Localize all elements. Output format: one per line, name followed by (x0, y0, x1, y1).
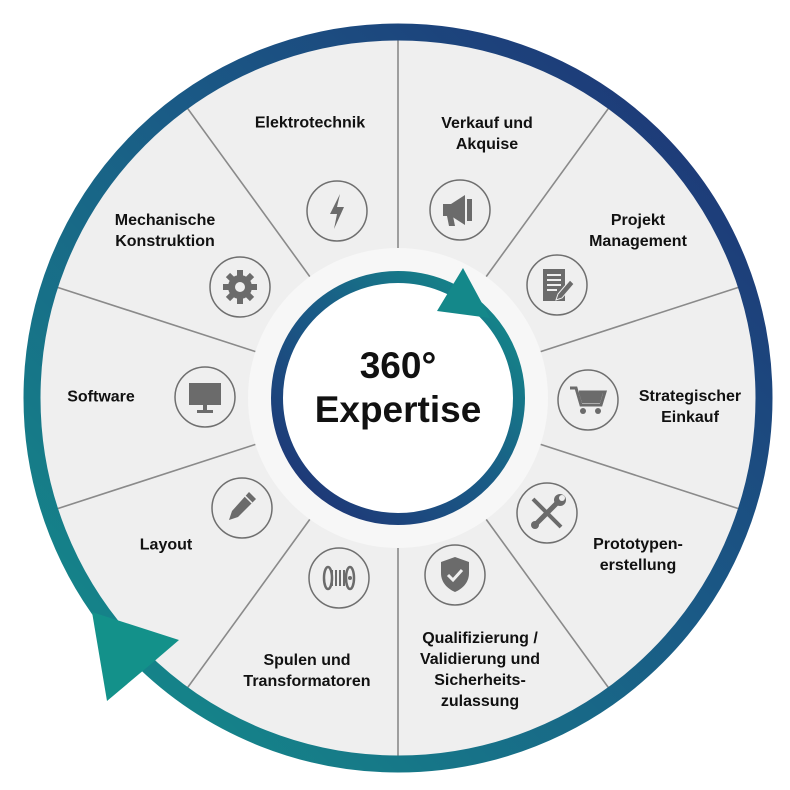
segment-label-elektrotechnik: Elektrotechnik (255, 113, 365, 134)
shopping-cart-icon (557, 369, 619, 431)
label-line: zulassung (440, 693, 520, 710)
label-line: Qualifizierung / (422, 630, 538, 647)
label-line: Projekt (610, 212, 666, 229)
center-title: 360° Expertise (315, 344, 482, 432)
label-line: erstellung (599, 557, 677, 574)
label-line: Einkauf (661, 409, 719, 426)
label-line: Strategischer (638, 388, 742, 405)
outer-arrowhead-icon (92, 612, 179, 701)
center-title-line2: Expertise (314, 389, 482, 430)
center-title-line1: 360° (359, 345, 437, 386)
label-line: Validierung und (419, 651, 541, 668)
outer-cycle-ring (23, 23, 773, 773)
segment-label-layout: Layout (140, 535, 192, 556)
lightning-icon (306, 180, 368, 242)
label-line: Akquise (455, 136, 519, 153)
label-line: Sicherheits- (434, 672, 526, 689)
tools-icon (516, 482, 578, 544)
label-line: Software (67, 388, 135, 406)
label-line: Verkauf und (441, 115, 533, 132)
label-line: Transformatoren (243, 673, 371, 690)
label-line: Management (589, 233, 687, 250)
segment-label-prototypenerstellung: Prototypen-erstellung (593, 534, 683, 576)
gear-icon (209, 256, 271, 318)
coil-icon (308, 547, 370, 609)
inner-arrowhead-icon (437, 268, 490, 318)
sector-dividers (53, 36, 743, 760)
segment-label-software: Software (67, 387, 135, 408)
megaphone-icon (429, 179, 491, 241)
label-line: Konstruktion (115, 233, 215, 250)
label-line: Prototypen- (593, 536, 683, 553)
document-pencil-icon (526, 254, 588, 316)
inner-cycle-ring (271, 271, 525, 525)
pencil-icon (211, 477, 273, 539)
label-line: Spulen und (263, 652, 351, 669)
label-line: Elektrotechnik (254, 114, 366, 132)
shield-check-icon (424, 544, 486, 606)
monitor-icon (174, 366, 236, 428)
label-line: Layout (139, 536, 193, 554)
label-line: Mechanische (114, 212, 216, 229)
